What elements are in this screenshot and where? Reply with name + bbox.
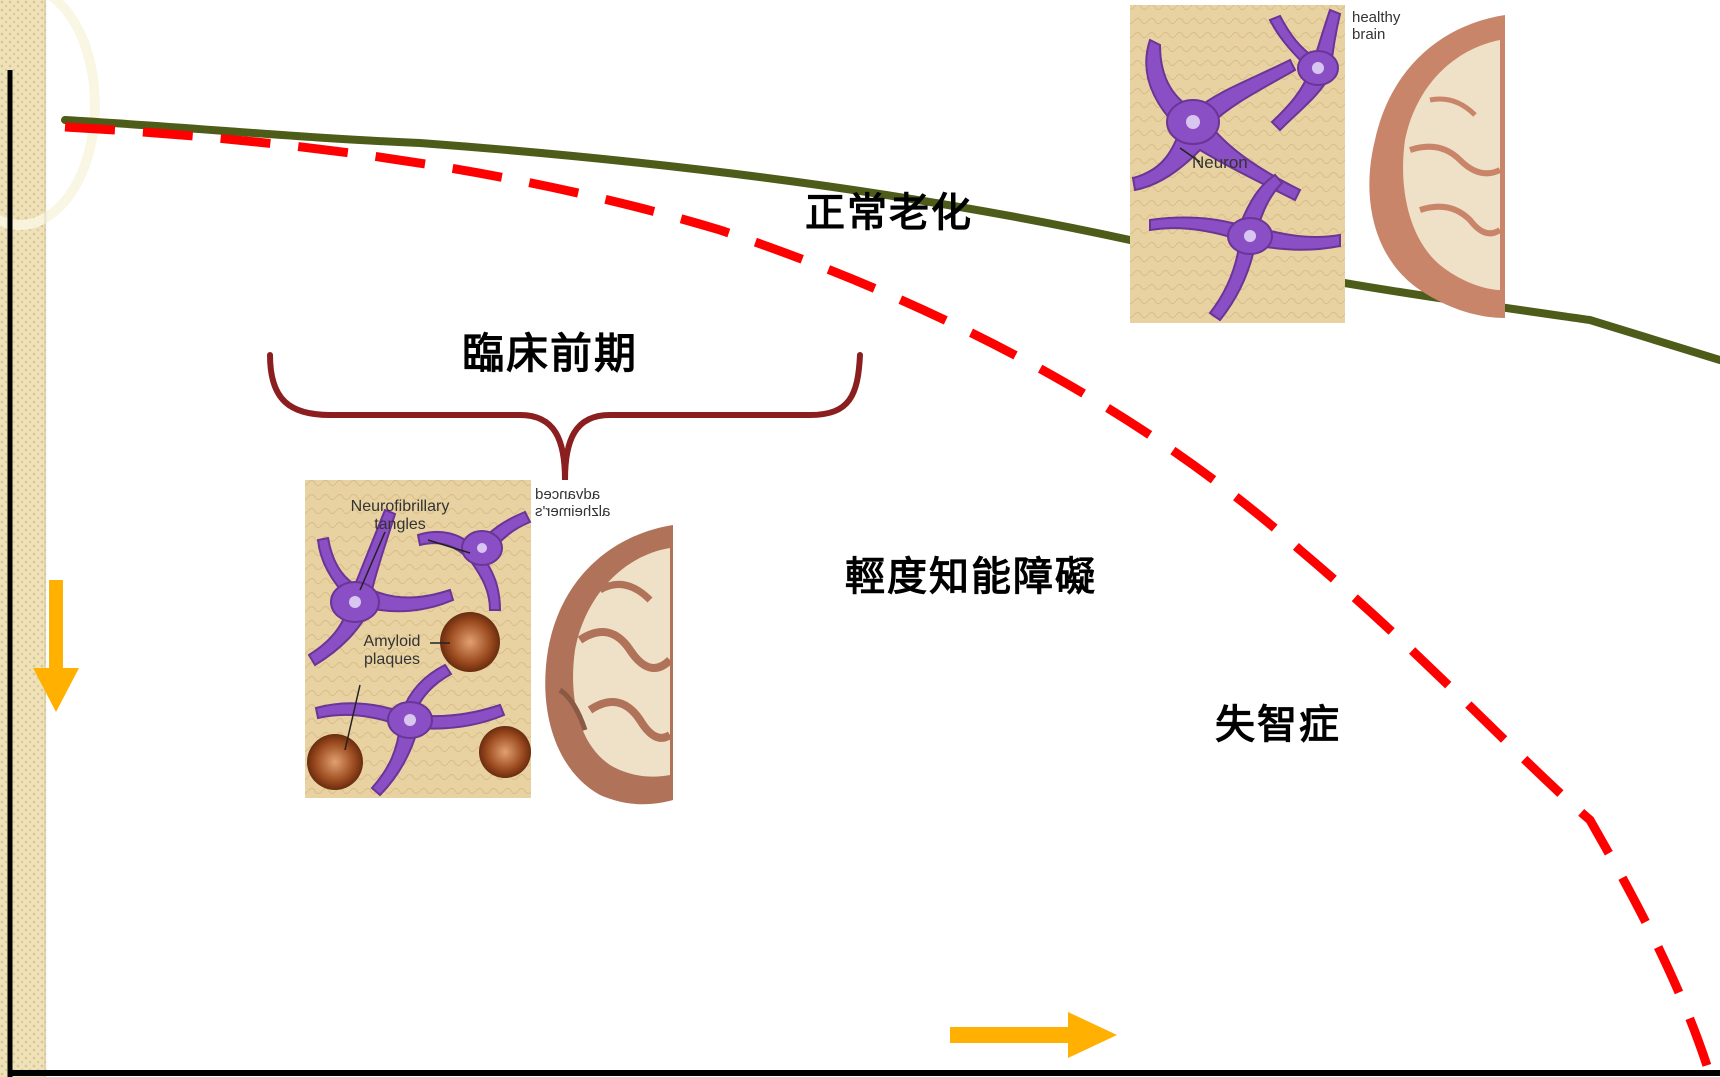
neuron-callout: Neuron (1192, 153, 1248, 172)
healthy-neuron-image (1130, 5, 1345, 323)
plaques-callout: Amyloid plaques (363, 633, 421, 668)
alzheimers-brain-callout: advanced alzheimer's (535, 486, 611, 520)
dementia-label: 失智症 (1215, 702, 1341, 748)
alzheimers-neuron-image (305, 480, 532, 798)
amyloid-plaque-icon (307, 612, 531, 790)
mci-label: 輕度知能障礙 (845, 554, 1097, 600)
alzheimers-brain-image (545, 525, 673, 805)
decline-curve (64, 122, 1715, 1077)
normal-aging-curve (61, 116, 1720, 364)
preclinical-label: 臨床前期 (462, 329, 639, 378)
preclinical-brace (267, 352, 863, 481)
healthy-brain-image (1369, 15, 1505, 318)
right-arrow-icon (950, 1012, 1117, 1058)
healthy-brain-callout: healthy brain (1352, 9, 1401, 43)
side-strip-shadow (44, 0, 48, 1077)
down-arrow-icon (33, 580, 79, 712)
tangles-callout: Neurofibrillary tangles (350, 498, 450, 533)
normal-aging-label: 正常老化 (805, 190, 973, 236)
